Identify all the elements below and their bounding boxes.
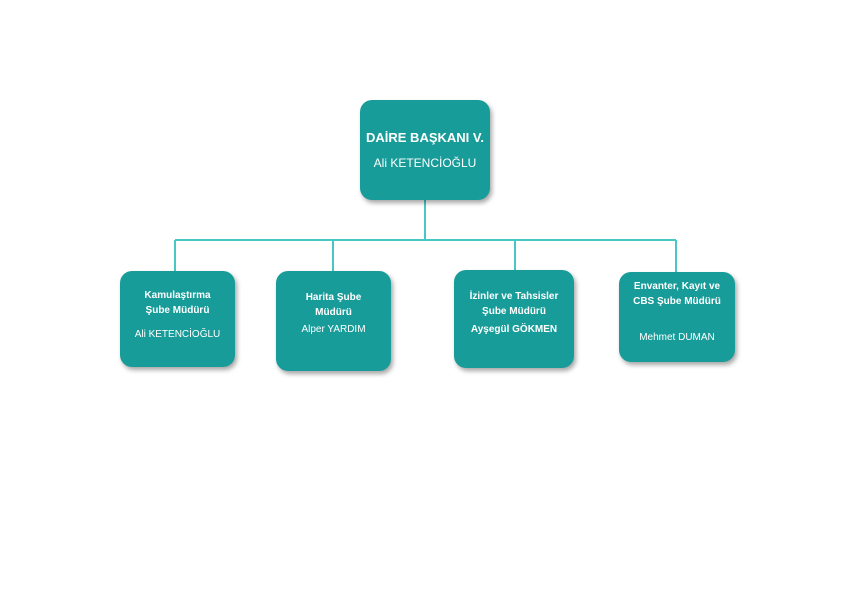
branch-title-line-1: Kamulaştırma bbox=[144, 290, 211, 301]
branch-box-izinler-tahsisler: İzinler ve Tahsisler Şube Müdürü Ayşegül… bbox=[454, 270, 574, 368]
branch-box-kamulastirma: Kamulaştırma Şube Müdürü Ali KETENCİOĞLU bbox=[120, 271, 235, 367]
branch-manager-name: Ali KETENCİOĞLU bbox=[134, 329, 221, 340]
department-head-box: DAİRE BAŞKANI V. Ali KETENCİOĞLU bbox=[360, 100, 490, 200]
department-head-name: Ali KETENCİOĞLU bbox=[373, 155, 477, 170]
branch-title-line-1: Envanter, Kayıt ve bbox=[633, 281, 721, 292]
branch-title-line-2: Şube Müdürü bbox=[145, 305, 210, 316]
branch-title-line-1: İzinler ve Tahsisler bbox=[469, 291, 559, 302]
branch-manager-name: Mehmet DUMAN bbox=[639, 332, 715, 343]
branch-manager-name: Alper YARDIM bbox=[301, 324, 366, 335]
branch-manager-name: Ayşegül GÖKMEN bbox=[470, 324, 558, 335]
branch-title-line-2: CBS Şube Müdürü bbox=[633, 296, 721, 307]
branch-box-harita: Harita Şube Müdürü Alper YARDIM bbox=[276, 271, 391, 371]
branch-title-line-2: Şube Müdürü bbox=[482, 306, 546, 317]
branch-title-line-1: Harita Şube bbox=[305, 292, 362, 303]
branch-box-envanter-kayit-cbs: Envanter, Kayıt ve CBS Şube Müdürü Mehme… bbox=[619, 272, 735, 362]
branch-title-line-2: Müdürü bbox=[315, 307, 352, 318]
connector-lines bbox=[174, 200, 677, 272]
department-head-title: DAİRE BAŞKANI V. bbox=[366, 129, 484, 145]
